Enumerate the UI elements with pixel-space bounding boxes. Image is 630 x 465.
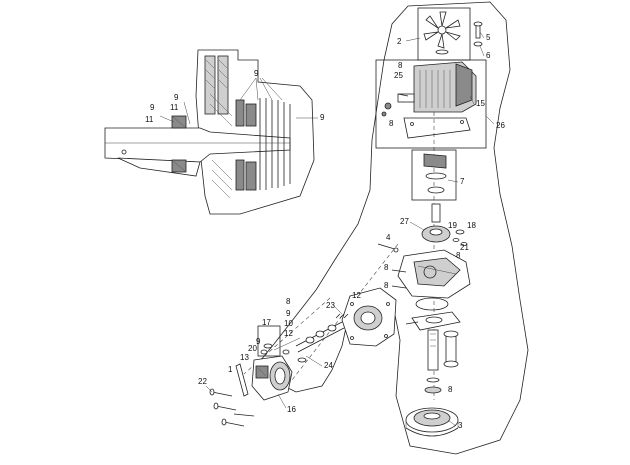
housing-outline xyxy=(255,1,529,455)
callout-12a: 12 xyxy=(284,329,293,338)
callout-8g: 8 xyxy=(448,385,453,394)
callout-25: 25 xyxy=(394,71,403,80)
callout-5: 5 xyxy=(486,33,491,42)
callout-18: 18 xyxy=(467,221,476,230)
callout-19: 19 xyxy=(448,221,457,230)
housing-12 xyxy=(341,287,397,347)
callout-2: 2 xyxy=(397,37,402,46)
callout-8a: 8 xyxy=(398,61,403,70)
bolt-part-5 xyxy=(473,21,483,47)
callout-labels: 1 2 3 4 5 6 7 8 8 8 8 8 8 8 9 9 9 9 9 9 … xyxy=(145,33,505,430)
callout-9d: 9 xyxy=(320,113,325,122)
callout-1: 1 xyxy=(228,365,233,374)
callout-10: 10 xyxy=(284,319,293,328)
callout-13: 13 xyxy=(240,353,249,362)
callout-16: 16 xyxy=(287,405,296,414)
pulley-3 xyxy=(405,407,459,437)
callout-8c: 8 xyxy=(456,251,461,260)
callout-22: 22 xyxy=(198,377,207,386)
callout-9b: 9 xyxy=(174,93,179,102)
callout-26: 26 xyxy=(496,121,505,130)
callout-6: 6 xyxy=(486,51,491,60)
callout-15: 15 xyxy=(476,99,485,108)
rod-assembly xyxy=(282,313,349,363)
callout-8b: 8 xyxy=(389,119,394,128)
callout-11a: 11 xyxy=(170,103,179,112)
callout-4: 4 xyxy=(386,233,391,242)
callout-21: 21 xyxy=(460,243,469,252)
callout-8f: 8 xyxy=(286,297,291,306)
callout-17: 17 xyxy=(262,318,271,327)
gear-27 xyxy=(421,203,451,243)
callout-8d: 8 xyxy=(384,263,389,272)
callout-20: 20 xyxy=(248,344,257,353)
cross-section-view xyxy=(104,49,318,215)
callout-9f: 9 xyxy=(256,337,261,346)
motor-assembly xyxy=(375,59,487,149)
callout-8e: 8 xyxy=(384,281,389,290)
fan-assembly xyxy=(417,7,471,61)
callout-12b: 12 xyxy=(352,291,361,300)
callout-11b: 11 xyxy=(145,115,154,124)
small-parts-18-19-21 xyxy=(452,229,468,246)
callout-7: 7 xyxy=(460,177,465,186)
lower-shaft xyxy=(424,329,459,394)
bolts-right xyxy=(391,93,419,325)
pump-16 xyxy=(209,325,301,427)
callout-3: 3 xyxy=(458,421,463,430)
callout-24: 24 xyxy=(324,361,333,370)
callout-27: 27 xyxy=(400,217,409,226)
callout-9a: 9 xyxy=(254,69,259,78)
gasket-plate xyxy=(411,297,461,331)
callout-9c: 9 xyxy=(150,103,155,112)
callout-leaders xyxy=(205,31,495,427)
callout-9e: 9 xyxy=(286,309,291,318)
callout-23: 23 xyxy=(326,301,335,310)
center-housing xyxy=(377,243,471,299)
gear-block-7 xyxy=(411,149,457,201)
